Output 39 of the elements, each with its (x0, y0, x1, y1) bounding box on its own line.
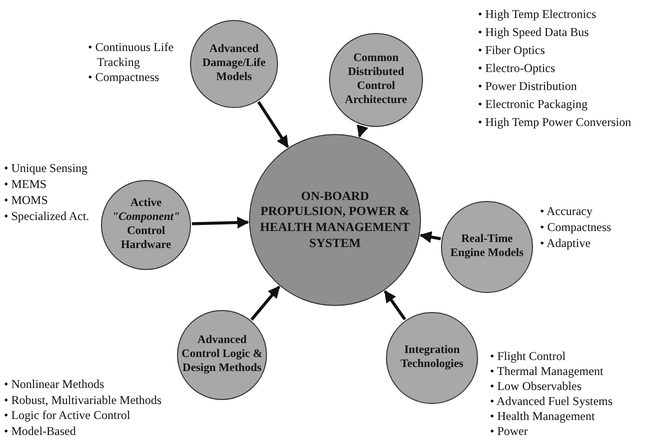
bullet-item: • Flight Control (490, 349, 567, 364)
bullet-item: • Specialized Act. (4, 208, 90, 224)
bullet-item: • Compactness (88, 70, 160, 85)
arrow (419, 231, 441, 243)
arrow (250, 286, 280, 321)
bullet-item: • Electro-Optics (478, 60, 556, 77)
bullet-item: • Compactness (540, 219, 612, 235)
bullet-item: • High Temp Electronics (478, 6, 598, 23)
bullet-item: • MEMS (4, 176, 48, 192)
node-label: Advanced Damage/Life Models (201, 43, 267, 85)
bullet-item: • Accuracy (540, 203, 594, 219)
arrow (356, 124, 368, 138)
bullet-item: • Unique Sensing (4, 160, 89, 176)
arrow (192, 216, 250, 229)
arrow (384, 290, 406, 320)
bullet-item: • Model-Based (4, 424, 77, 439)
bullet-item: • High Speed Data Bus (478, 24, 590, 41)
node-label: Common Distributed Control Architecture (344, 52, 408, 108)
bullet-item: • Health Management (490, 409, 596, 424)
bullet-item: • Low Observables (490, 379, 583, 394)
node-label: Integration Technologies (400, 344, 464, 372)
bullet-item: • Electronic Packaging (478, 96, 588, 113)
bullet-item: • Power Distribution (478, 78, 578, 95)
bullet-item: • MOMS (4, 192, 49, 208)
arrow (257, 100, 289, 148)
node-label: Real-Time Engine Models (449, 233, 525, 261)
node-label: Active "Component" Control Hardware (111, 197, 181, 253)
bullet-item: • Logic for Active Control (4, 408, 132, 424)
bullet-item: • Thermal Management (490, 364, 604, 379)
bullet-item: • Power (490, 424, 529, 439)
bullet-item: • High Temp Power Conversion (478, 114, 632, 131)
bullet-item: • Advanced Fuel Systems (490, 394, 614, 409)
node-label: ON-BOARD PROPULSION, POWER & HEALTH MANAGEMENT SYSTEM (260, 188, 410, 252)
bullet-item: • Robust, Multivariable Methods (4, 392, 163, 408)
bullet-item: • Adaptive (540, 235, 592, 251)
bullet-item: • Nonlinear Methods (4, 377, 106, 392)
bullet-item: • Fiber Optics (478, 42, 546, 59)
bullet-item: • Continuous Life Tracking (88, 40, 175, 70)
node-label: Advanced Control Logic & Design Methods (180, 334, 264, 376)
